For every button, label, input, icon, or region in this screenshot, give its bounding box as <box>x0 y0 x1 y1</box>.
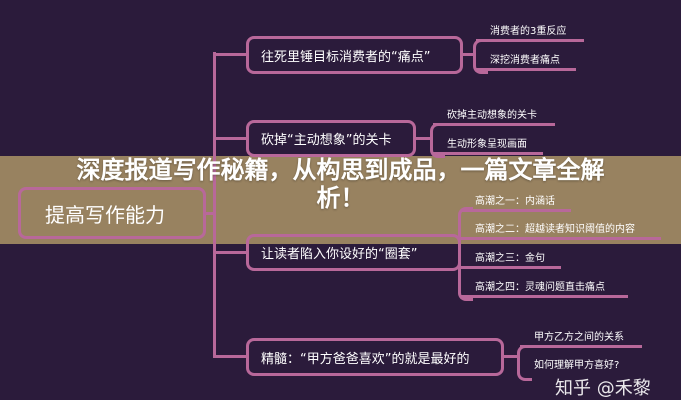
leaf-node: 高潮之三：金句 <box>461 249 561 269</box>
leaf-node: 甲方乙方之间的关系 <box>520 328 642 348</box>
branch-node: 让读者陷入你设好的“圈套” <box>246 234 461 271</box>
leaf-node: 高潮之二：超越读者知识阈值的内容 <box>461 220 661 240</box>
connector <box>213 53 247 56</box>
overlay-title: 深度报道写作秘籍，从构思到成品，一篇文章全解析！ <box>76 156 605 212</box>
leaf-node: 深挖消费者痛点 <box>476 51 576 71</box>
watermark: 知乎 @禾黎 <box>555 378 651 399</box>
leaf-node: 高潮之四：灵魂问题直击痛点 <box>461 278 628 298</box>
root-node: 提高写作能力 <box>18 187 206 239</box>
leaf-node: 如何理解甲方喜好? <box>534 360 620 371</box>
leaf-node: 砍掉主动想象的关卡 <box>433 106 555 126</box>
bracket <box>458 207 473 301</box>
connector <box>415 137 431 140</box>
root-connector <box>205 212 215 215</box>
connector <box>503 355 518 358</box>
leaf-node: 高潮之一：内涵话 <box>461 192 571 212</box>
trunk-line <box>213 52 216 357</box>
title-overlay-band <box>0 156 681 244</box>
branch-node: 砍掉“主动想象”的关卡 <box>246 120 416 157</box>
branch-node: 往死里锤目标消费者的“痛点” <box>246 36 463 74</box>
connector <box>213 137 247 140</box>
leaf-node: 消费者的3重反应 <box>476 22 584 42</box>
branch-node: 精髓：“甲方爸爸喜欢”的就是最好的 <box>246 338 504 376</box>
leaf-node: 生动形象呈现画面 <box>433 135 543 155</box>
connector <box>462 53 474 56</box>
connector <box>213 251 247 254</box>
connector <box>213 355 247 358</box>
